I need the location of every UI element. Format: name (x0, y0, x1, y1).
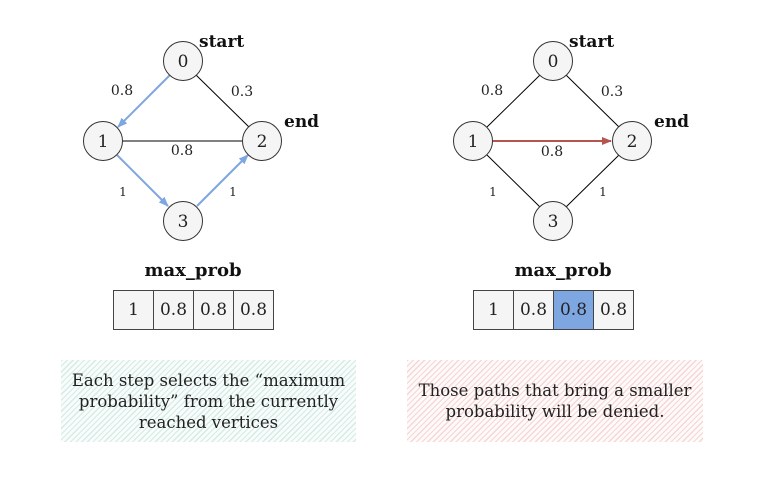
node-0: 0 (163, 41, 203, 81)
max-prob-array: 1 0.8 0.8 0.8 (113, 290, 274, 330)
right-panel: 0 1 2 3 start end 0.8 0.3 0.8 1 1 max_pr… (370, 0, 751, 481)
node-1: 1 (453, 121, 493, 161)
edge-0-2 (195, 74, 250, 128)
weight-0-2: 0.3 (601, 84, 623, 100)
edge-1-3-path (116, 154, 169, 207)
array-title: max_prob (144, 260, 242, 281)
left-graph: 0 1 2 3 start end 0.8 0.3 0.8 1 1 (83, 32, 319, 241)
weight-0-1: 0.8 (111, 83, 133, 99)
node-3: 3 (533, 201, 573, 241)
explanation-note: Each step selects the “maximum probabili… (61, 360, 356, 442)
edge-0-1-path (117, 74, 171, 128)
node-2-label: 2 (627, 132, 638, 152)
array-title: max_prob (514, 260, 612, 281)
node-0-label: 0 (548, 52, 559, 72)
node-1-label: 1 (98, 132, 109, 152)
explanation-text: Those paths that bring a smaller probabi… (418, 381, 692, 421)
node-2-label: 2 (257, 132, 268, 152)
node-3-label: 3 (548, 212, 559, 232)
node-1-label: 1 (468, 132, 479, 152)
edge-0-2 (565, 74, 620, 128)
array-cell: 0.8 (153, 290, 194, 330)
end-tag: end (654, 112, 689, 132)
weight-0-2: 0.3 (231, 84, 253, 100)
weight-1-2: 0.8 (171, 143, 193, 159)
node-0-label: 0 (178, 52, 189, 72)
weight-1-2: 0.8 (541, 144, 563, 160)
array-cell: 1 (473, 290, 514, 330)
weight-0-1: 0.8 (481, 83, 503, 99)
array-cell: 0.8 (513, 290, 554, 330)
max-prob-array: 1 0.8 0.8 0.8 (473, 290, 634, 330)
weight-1-3: 1 (119, 185, 127, 199)
node-1: 1 (83, 121, 123, 161)
array-cell: 0.8 (193, 290, 234, 330)
node-3: 3 (163, 201, 203, 241)
node-3-label: 3 (178, 212, 189, 232)
start-tag: start (199, 32, 244, 52)
weight-3-2: 1 (229, 185, 237, 199)
left-panel: 0 1 2 3 start end 0.8 0.3 0.8 1 1 max_pr… (61, 32, 356, 442)
weight-3-2: 1 (599, 185, 607, 199)
end-tag: end (284, 112, 319, 132)
explanation-text: Each step selects the “maximum probabili… (71, 370, 346, 432)
explanation-note: Those paths that bring a smaller probabi… (407, 360, 703, 442)
edge-1-3 (486, 154, 541, 208)
node-2: 2 (242, 121, 282, 161)
array-cell: 0.8 (593, 290, 634, 330)
node-2: 2 (612, 121, 652, 161)
edge-0-1 (486, 74, 541, 128)
edge-3-2 (565, 154, 620, 208)
edge-3-2-path (196, 154, 249, 207)
array-cell: 1 (113, 290, 154, 330)
right-graph: 0 1 2 3 start end 0.8 0.3 0.8 1 1 (453, 32, 689, 241)
array-cell: 0.8 (233, 290, 274, 330)
start-tag: start (569, 32, 614, 52)
weight-1-3: 1 (489, 185, 497, 199)
array-cell-highlighted: 0.8 (553, 290, 594, 330)
node-0: 0 (533, 41, 573, 81)
